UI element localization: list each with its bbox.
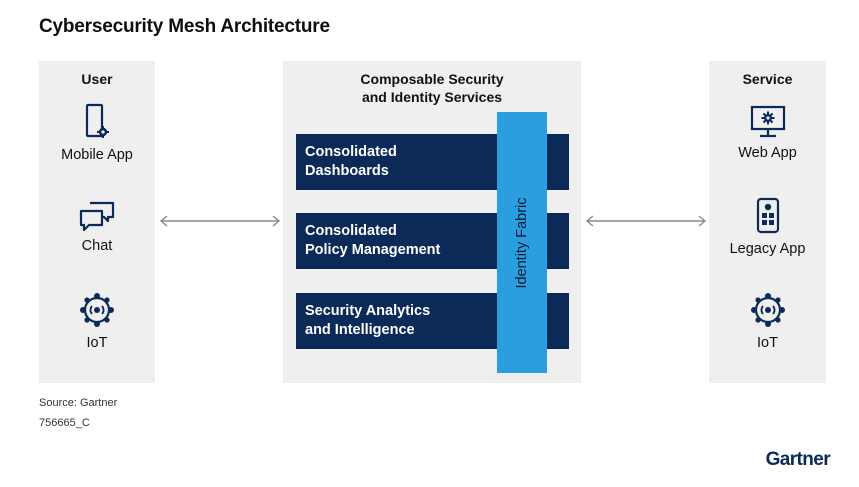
user-item-label: Chat (81, 238, 113, 254)
figure-id: 756665_C (39, 417, 90, 429)
service-item-legacy-app: Legacy App (709, 197, 826, 257)
service-bar-label: Consolidated Policy Management (305, 223, 441, 258)
legacy-app-icon (756, 197, 779, 234)
iot-icon (750, 293, 785, 327)
services-panel: Composable Security and Identity Service… (283, 61, 581, 383)
services-heading-line1: Composable Security (360, 71, 504, 87)
user-panel-heading: User (81, 71, 113, 87)
service-panel-heading: Service (742, 71, 793, 87)
service-item-label: Web App (738, 145, 797, 161)
monitor-gear-icon (750, 105, 785, 138)
mobile-gear-icon (85, 103, 109, 138)
service-item-label: IoT (757, 335, 778, 351)
services-panel-heading: Composable Security and Identity Service… (283, 70, 581, 106)
user-panel: User Mobile App Chat (39, 61, 155, 383)
identity-fabric: Identity Fabric (497, 112, 547, 373)
service-bar-label: Security Analytics and Intelligence (305, 303, 431, 338)
chat-icon (79, 201, 115, 232)
service-item-iot: IoT (709, 291, 826, 351)
services-heading-line2: and Identity Services (361, 89, 503, 105)
iot-icon (80, 293, 114, 327)
user-item-chat: Chat (39, 200, 155, 254)
user-item-label: Mobile App (61, 147, 133, 163)
service-bar-label: Consolidated Dashboards (305, 144, 397, 179)
user-item-iot: IoT (39, 291, 155, 351)
diagram-title: Cybersecurity Mesh Architecture (39, 16, 330, 37)
gartner-logo: Gartner (765, 449, 831, 470)
service-item-web-app: Web App (709, 105, 826, 161)
service-panel: Service Web App Legacy App (709, 61, 826, 383)
source-note: Source: Gartner (39, 397, 118, 409)
services-to-service-arrow (585, 215, 707, 227)
service-item-label: Legacy App (729, 241, 806, 257)
user-item-label: IoT (86, 335, 108, 351)
identity-fabric-label: Identity Fabric (514, 196, 530, 289)
user-to-services-arrow (159, 215, 281, 227)
user-item-mobile-app: Mobile App (39, 103, 155, 163)
